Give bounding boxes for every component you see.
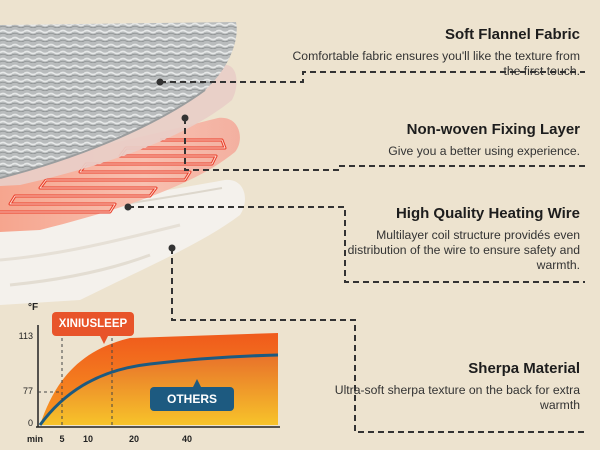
feature-title: Sherpa Material (468, 360, 580, 377)
feature-title: Non-woven Fixing Layer (406, 121, 580, 138)
leader-lines (124, 71, 585, 433)
feature-heating-wire: High Quality Heating Wire Multilayer coi… (320, 205, 580, 273)
y-axis-unit: °F (28, 302, 39, 313)
feature-sherpa: Sherpa Material Ultra-soft sherpa textur… (320, 360, 580, 413)
feature-desc: Multilayer coil structure providés even … (347, 228, 580, 272)
x-tick-5: 5 (59, 434, 65, 444)
feature-flannel: Soft Flannel Fabric Comfortable fabric e… (290, 26, 580, 79)
y-tick-0: 0 (27, 418, 33, 428)
y-tick-113: 113 (18, 331, 33, 341)
others-label: OTHERS (150, 387, 234, 411)
feature-desc: Give you a better using experience. (388, 144, 580, 158)
y-tick-77: 77 (22, 386, 33, 396)
feature-nonwoven: Non-woven Fixing Layer Give you a better… (280, 121, 580, 159)
feature-title: Soft Flannel Fabric (444, 26, 580, 43)
warmup-chart (36, 325, 280, 428)
feature-desc: Comfortable fabric ensures you'll like t… (292, 49, 580, 78)
x-tick-40: 40 (181, 434, 192, 444)
x-tick-10: 10 (82, 434, 93, 444)
x-tick-20: 20 (128, 434, 139, 444)
feature-desc: Ultra-soft sherpa texture on the back fo… (334, 383, 580, 412)
flannel-layer (0, 22, 237, 179)
x-axis-unit: min (27, 434, 44, 444)
xiniusleep-label: XINIUSLEEP (52, 312, 134, 336)
feature-title: High Quality Heating Wire (395, 205, 580, 222)
others-curve (38, 353, 279, 426)
